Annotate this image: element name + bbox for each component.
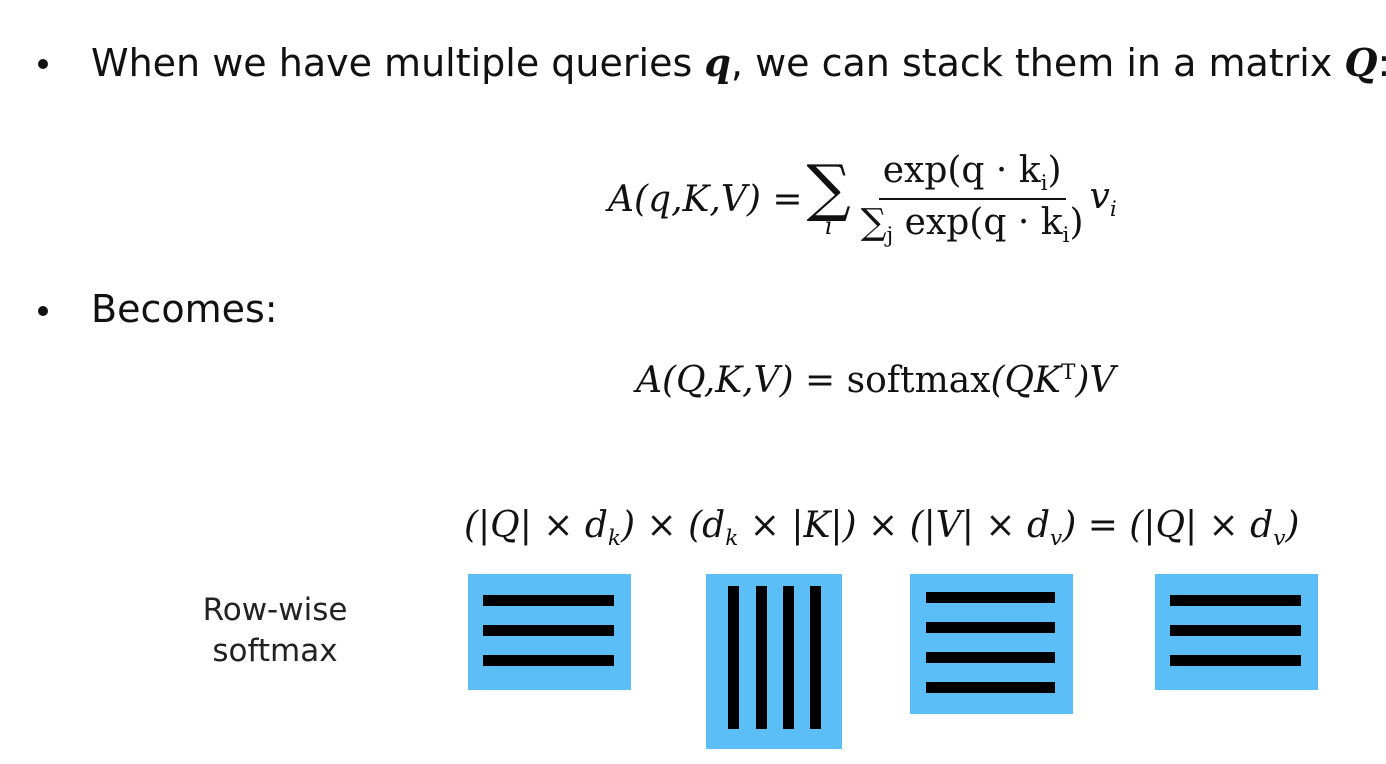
matrix-output [1155, 574, 1318, 690]
matrix-q [468, 574, 631, 690]
value-term: vi [1089, 176, 1117, 223]
matrix-row [1170, 655, 1301, 666]
matrix-row [483, 655, 614, 666]
matrix-row [926, 682, 1055, 693]
matrix-row [926, 652, 1055, 663]
bullet-1-pre: When we have multiple queries [91, 41, 705, 85]
row-wise-softmax-label: Row-wise softmax [202, 592, 348, 669]
attention-lhs: A(q,K,V) = [608, 178, 803, 220]
summation-index: i [824, 212, 833, 241]
matrix-column [728, 586, 739, 729]
matrix-column [810, 586, 821, 729]
matrix-column [783, 586, 794, 729]
bullet-dot-1 [38, 59, 48, 69]
matrix-form-equation: A(Q,K,V) = softmax(QKT)V [636, 360, 1116, 401]
bullet-1-mid: , we can stack them in a matrix [730, 41, 1345, 85]
bullet-text-1: When we have multiple queries q, we can … [91, 40, 1386, 85]
bullet-1-post: : [1378, 41, 1386, 85]
matrix-form-lhs: A(Q,K,V) = [636, 360, 847, 401]
matrix-row [926, 592, 1055, 603]
summation: ∑ i [806, 151, 851, 241]
bullet-1-var-q: q [704, 40, 731, 85]
matrix-row [1170, 625, 1301, 636]
matrix-k-transpose [706, 574, 842, 749]
attention-equation: A(q,K,V) = ∑ i exp(q · ki) ∑j exp(q · ki… [608, 150, 1117, 248]
matrix-column [756, 586, 767, 729]
dimensions-equation: (|Q| × dk) × (dk × |K|) × (|V| × dv) = (… [464, 505, 1300, 552]
softmax-fn: softmax [846, 360, 991, 401]
matrix-v [910, 574, 1073, 714]
matrix-row [1170, 595, 1301, 606]
bullet-text-2: Becomes: [91, 287, 278, 331]
matrix-row [926, 622, 1055, 633]
fraction-numerator: exp(q · ki) [878, 150, 1066, 201]
bullet-1-var-Q: Q [1344, 40, 1378, 85]
fraction-denominator: ∑j exp(q · ki) [860, 202, 1084, 249]
softmax-fraction: exp(q · ki) ∑j exp(q · ki) [857, 150, 1088, 248]
matrix-row [483, 595, 614, 606]
matrix-row [483, 625, 614, 636]
bullet-dot-2 [38, 306, 48, 316]
